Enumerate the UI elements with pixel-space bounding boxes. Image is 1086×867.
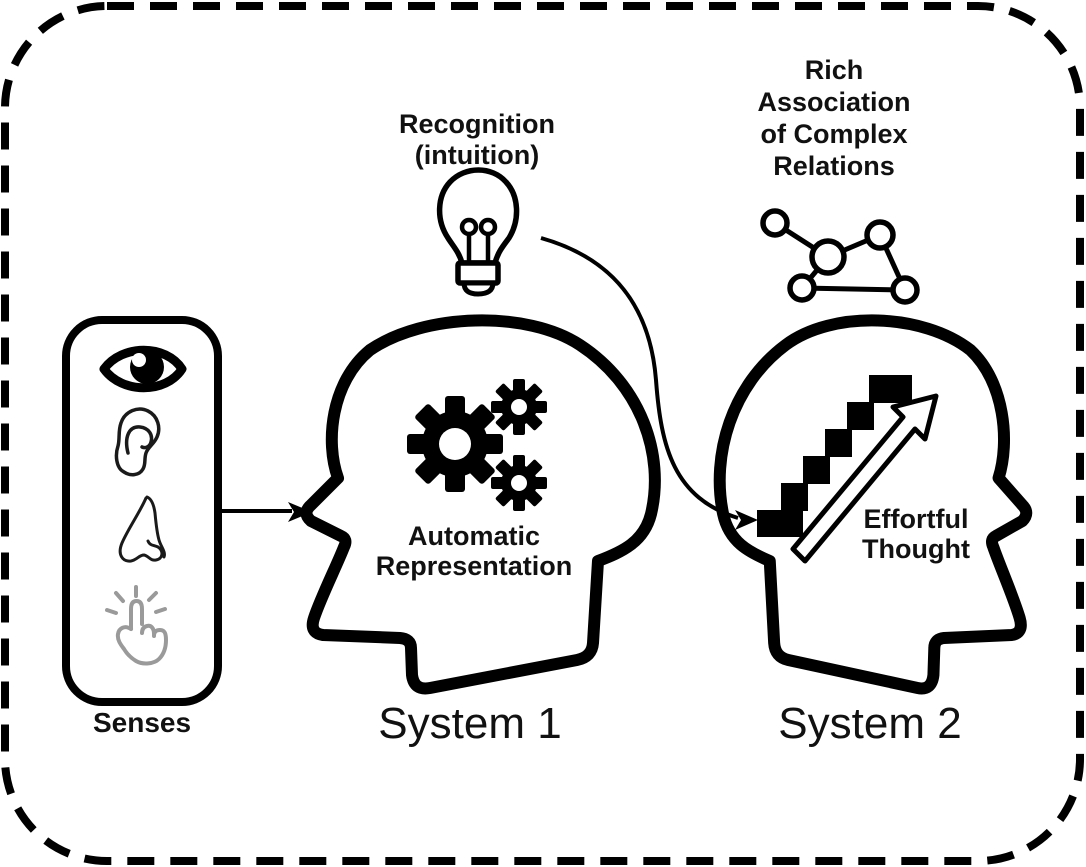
nose-icon (118, 495, 166, 563)
effortful-thought-line2: Thought (862, 534, 970, 564)
lightbulb-icon (436, 167, 520, 297)
rich-association-line2: Association (757, 87, 911, 117)
recognition-label: Recognition (intuition) (399, 109, 555, 171)
rich-association-label: Rich Association of Complex Relations (757, 54, 910, 182)
automatic-representation-line1: Automatic (407, 521, 541, 551)
system2-head (720, 320, 1027, 688)
senses-label: Senses (92, 707, 192, 738)
staircase-icon (757, 375, 912, 537)
automatic-representation-label: Automatic Representation (376, 521, 573, 581)
system1-label: System 1 (378, 699, 562, 748)
effortful-thought-label: Effortful Thought (862, 504, 970, 564)
upward-arrow-icon (790, 393, 939, 564)
gears-icon (407, 379, 547, 511)
system1-head (300, 314, 661, 695)
network-icon (760, 208, 920, 305)
system2-label: System 2 (778, 699, 962, 748)
effortful-thought-line1: Effortful (863, 504, 969, 534)
touch-icon (105, 585, 169, 666)
eye-icon (99, 345, 187, 393)
rich-association-line1: Rich (804, 55, 864, 85)
rich-association-line4: Relations (773, 151, 895, 181)
recognition-label-line1: Recognition (399, 109, 555, 139)
lightbulb-to-system2-arrow (540, 236, 758, 530)
rich-association-line3: of Complex (760, 119, 908, 149)
ear-icon (114, 407, 161, 477)
senses-to-system1-arrow (222, 502, 312, 522)
recognition-label-line2: (intuition) (414, 140, 540, 170)
automatic-representation-line2: Representation (375, 551, 573, 581)
senses-box (62, 316, 222, 706)
